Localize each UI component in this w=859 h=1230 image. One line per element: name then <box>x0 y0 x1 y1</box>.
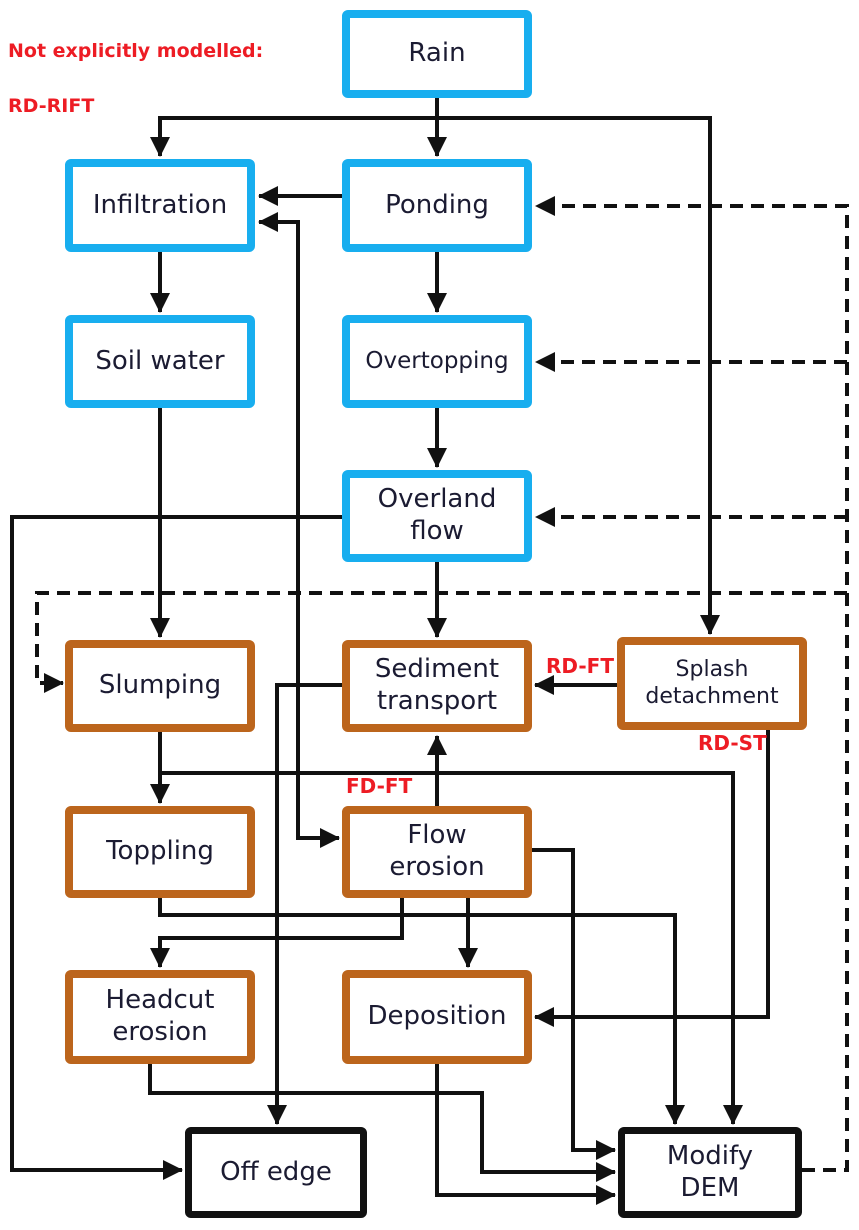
edge-headcut-erosion-to-modify-dem <box>148 1064 616 1182</box>
node-flow-erosion-label: Flow erosion <box>389 820 485 882</box>
feedback-modify-dem-to-ponding <box>535 196 849 1172</box>
node-overtopping-label: Overtopping <box>365 348 509 375</box>
node-infiltration-label: Infiltration <box>92 189 228 220</box>
edge-label-rd-ft: RD-FT <box>546 654 614 678</box>
note-line2: RD-RIFT <box>8 94 95 117</box>
edge-label-fd-ft: FD-FT <box>346 774 413 798</box>
node-sediment-transport: Sediment transport <box>342 640 532 732</box>
node-slumping: Slumping <box>65 640 255 732</box>
edge-rain-to-infiltration <box>150 116 437 157</box>
edge-overland-flow-to-off-edge <box>10 515 342 1180</box>
node-modify-dem: Modify DEM <box>618 1127 802 1218</box>
node-splash-detachment: Splash detachment <box>617 637 807 730</box>
feedback-modify-dem-to-slumping <box>35 591 847 693</box>
edge-sediment-transport-to-off-edge <box>267 683 342 1125</box>
node-modify-dem-label: Modify DEM <box>666 1140 754 1203</box>
edge-flow-erosion-to-headcut-erosion <box>150 898 404 968</box>
edge-splash-detachment-to-deposition <box>534 730 770 1027</box>
node-flow-erosion: Flow erosion <box>342 806 532 898</box>
edge-deposition-to-modify-dem <box>435 1064 616 1205</box>
node-slumping-label: Slumping <box>98 670 222 701</box>
node-rain: Rain <box>342 10 532 98</box>
node-soil-water-label: Soil water <box>95 345 225 376</box>
node-rain-label: Rain <box>408 38 466 69</box>
node-off-edge-label: Off edge <box>220 1156 332 1187</box>
node-headcut-erosion-label: Headcut erosion <box>105 985 215 1047</box>
node-sediment-transport-label: Sediment transport <box>374 654 500 716</box>
node-infiltration: Infiltration <box>65 159 255 252</box>
node-deposition: Deposition <box>342 970 532 1064</box>
node-ponding: Ponding <box>342 159 532 252</box>
node-off-edge: Off edge <box>185 1127 367 1218</box>
edge-rain-to-splash-detachment <box>437 116 720 635</box>
node-ponding-label: Ponding <box>385 189 489 220</box>
edge-toppling-to-modify-dem <box>158 898 685 1125</box>
node-toppling: Toppling <box>65 806 255 898</box>
node-headcut-erosion: Headcut erosion <box>65 970 255 1064</box>
node-overland-flow-label: Overland flow <box>377 484 497 546</box>
node-deposition-label: Deposition <box>367 1001 507 1032</box>
node-toppling-label: Toppling <box>106 836 214 867</box>
note-not-explicitly-modelled: Not explicitly modelled: RD-RIFT <box>8 10 263 120</box>
edge-label-rd-st: RD-ST <box>698 731 767 755</box>
node-soil-water: Soil water <box>65 315 255 408</box>
edge-overland-flow-to-flow-erosion <box>296 517 340 848</box>
node-overtopping: Overtopping <box>342 315 532 408</box>
note-line1: Not explicitly modelled: <box>8 39 264 62</box>
edge-flow-erosion-to-modify-dem <box>532 848 616 1160</box>
node-overland-flow: Overland flow <box>342 470 532 562</box>
edge-overland-flow-to-infiltration <box>258 212 300 517</box>
edge-slumping-to-modify-dem <box>160 771 743 1125</box>
node-splash-detachment-label: Splash detachment <box>645 656 779 709</box>
